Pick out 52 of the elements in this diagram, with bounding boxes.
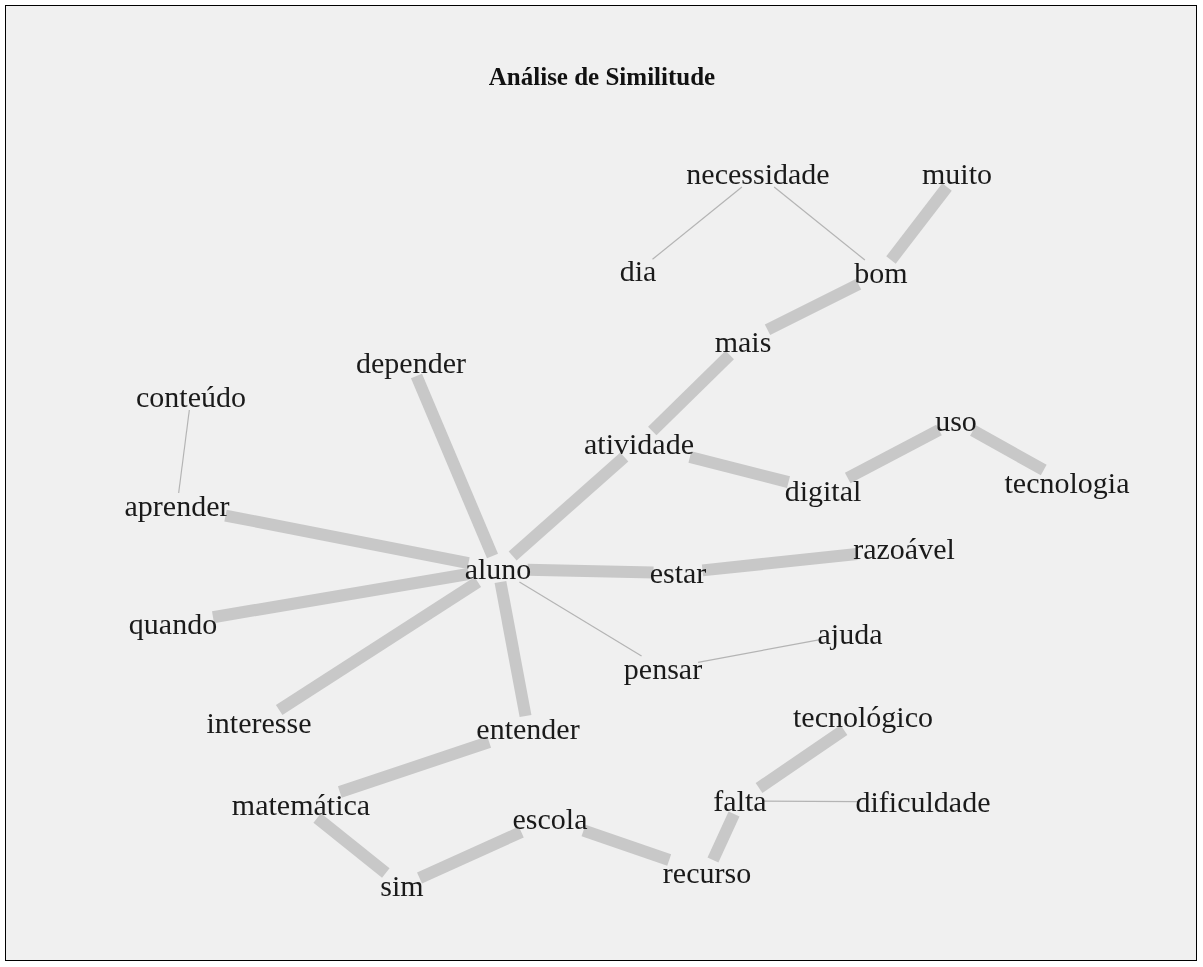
word-label: razoável (851, 532, 957, 566)
connector-line (527, 563, 654, 579)
connector-line (224, 509, 470, 570)
word-label: digital (782, 474, 864, 508)
word-label: pensar (621, 652, 705, 686)
word-label: entender (474, 712, 582, 746)
word-label: muito (920, 157, 994, 191)
word-label: interesse (204, 706, 314, 740)
word-label: tecnológico (791, 700, 935, 734)
word-label: necessidade (684, 157, 832, 191)
word-label: ajuda (815, 617, 885, 651)
connector-line (410, 373, 499, 559)
connector-line (886, 183, 952, 264)
connector-line (651, 186, 743, 260)
word-label: recurso (660, 856, 754, 890)
connector-line (970, 425, 1047, 476)
connector-line (212, 568, 470, 624)
word-label: falta (711, 784, 769, 818)
word-label: atividade (582, 427, 696, 461)
word-label: dificuldade (853, 785, 993, 819)
connector-line (494, 580, 532, 718)
word-label: escola (510, 802, 590, 836)
connector-line (313, 813, 390, 878)
connector-line (337, 736, 492, 798)
word-label: tecnologia (1002, 466, 1132, 500)
word-label: mais (712, 325, 774, 359)
word-label: dia (617, 254, 659, 288)
word-label: conteúdo (134, 380, 248, 414)
word-label: sim (378, 869, 426, 903)
word-label: aprender (122, 489, 232, 523)
connector-line (518, 581, 643, 657)
word-label: uso (933, 404, 979, 438)
connector-line (707, 811, 740, 863)
connector-line (417, 826, 524, 884)
connector-line (581, 824, 672, 866)
connector-line (275, 576, 482, 716)
title: Análise de Similitude (487, 62, 717, 92)
connector-line (701, 548, 858, 577)
word-label: estar (647, 556, 709, 590)
word-label: matemática (229, 788, 373, 822)
word-label: quando (126, 607, 220, 641)
connector-line (764, 278, 862, 336)
connector-line (844, 424, 942, 484)
connector-line (688, 451, 790, 488)
word-label: bom (852, 256, 910, 290)
connector-line (755, 725, 848, 793)
word-label: depender (354, 346, 468, 380)
connector-line (178, 409, 190, 494)
connector-line (508, 452, 629, 561)
word-label: aluno (462, 552, 534, 586)
connector-line (773, 186, 866, 261)
connector-line (648, 350, 734, 436)
